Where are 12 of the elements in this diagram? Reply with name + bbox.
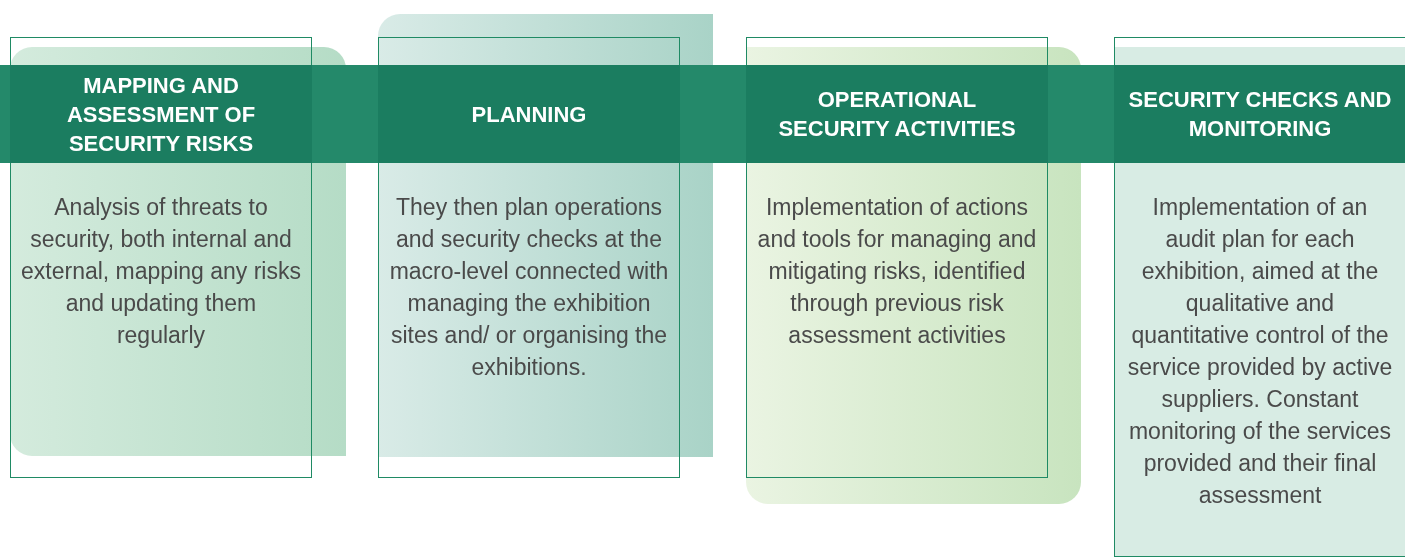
step-title: MAPPING AND ASSESSMENT OF SECURITY RISKS — [65, 71, 257, 158]
step-description: Implementation of actions and tools for managing and mitigating risks, identified through previous risk assessment activities — [756, 193, 1038, 350]
step-title: OPERATIONAL SECURITY ACTIVITIES — [777, 86, 1017, 143]
step-card — [1114, 37, 1405, 557]
step-title: PLANNING — [470, 100, 588, 129]
step-description: Implementation of an audit plan for each exhibition, aimed at the qualitative and quantitative control of the service provided by active suppliers. Constant monitoring of the services provided and their final assessment — [1126, 193, 1394, 510]
step-card — [10, 37, 312, 478]
step-description: Analysis of threats to security, both internal and external, mapping any risks and updating them regularly — [20, 193, 302, 350]
step-description: They then plan operations and security checks at the macro-level connected with managing the exhibition sites and/ or organising the exhibitions. — [388, 193, 670, 382]
step-title: SECURITY CHECKS AND MONITORING — [1127, 86, 1393, 143]
step-card — [378, 37, 680, 478]
step-card — [746, 37, 1048, 478]
